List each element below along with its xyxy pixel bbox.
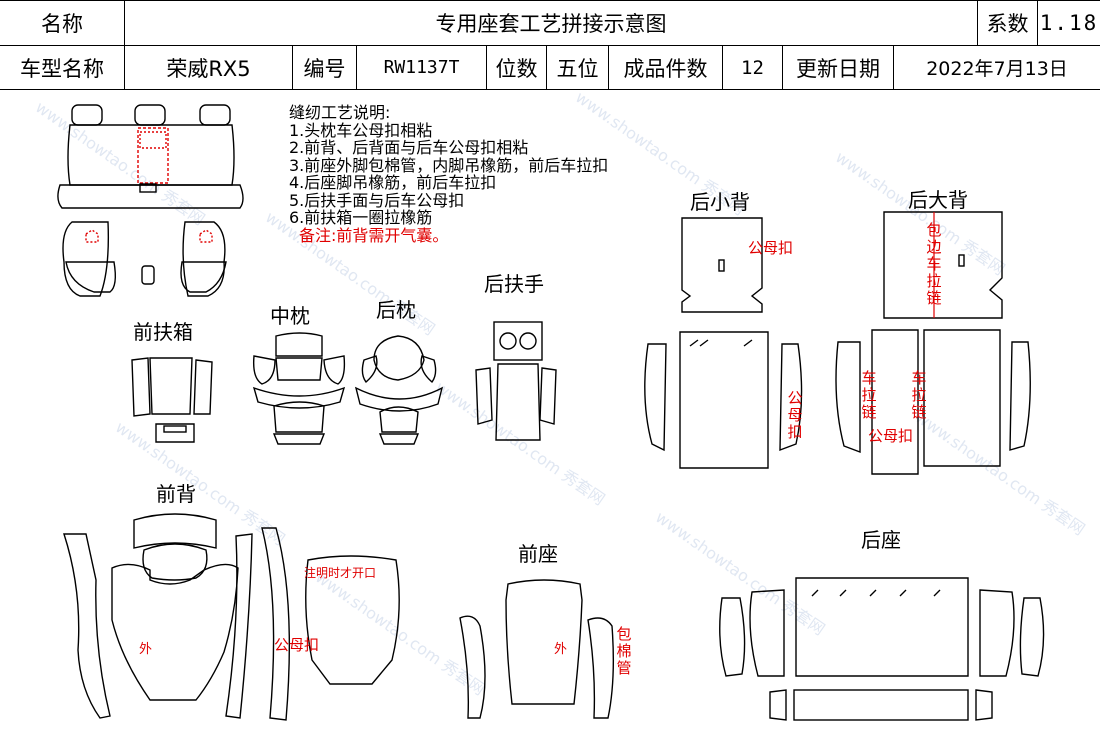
section-label-front-seat: 前座 <box>518 542 558 566</box>
annotation-big-back-zip-left: 车拉链 <box>861 369 877 421</box>
section-label-rear-armrest: 后扶手 <box>484 272 544 296</box>
section-label-rear-small-back: 后小背 <box>690 190 750 214</box>
note-item: 4.后座脚吊橡筋，前后车拉扣 <box>289 173 497 192</box>
annotation-small-back-snap: 公母扣 <box>748 239 794 257</box>
update-value: 2022年7月13日 <box>926 58 1068 80</box>
front-console-pieces <box>131 357 213 443</box>
model-value: 荣威RX5 <box>125 46 293 89</box>
notes-title: 缝纫工艺说明: <box>289 103 391 122</box>
annotation-big-back-snap: 公母扣 <box>868 427 914 445</box>
rear-small-back-pieces <box>644 217 803 469</box>
coefficient-label: 系数 <box>978 1 1038 45</box>
section-label-mid-headrest: 中枕 <box>270 304 310 328</box>
annotation-front-back-snap: 公母扣 <box>274 636 320 654</box>
note-item: 2.前背、后背面与后车公母扣相粘 <box>289 138 529 157</box>
document-title: 专用座套工艺拼接示意图 <box>125 1 978 45</box>
section-label-front-back: 前背 <box>156 482 196 506</box>
note-item: 1.头枕车公母扣相粘 <box>289 120 433 140</box>
rear-headrest-pieces <box>354 335 444 445</box>
section-label-rear-seat: 后座 <box>861 528 901 552</box>
annotation-front-back-airbag: 注明时才开口 <box>304 566 377 580</box>
header-row-2: 车型名称 荣威RX5 编号 RW1137T 位数 五位 成品件数 12 更新日期… <box>0 46 1100 90</box>
rear-big-back-pieces <box>835 211 1031 475</box>
seats-value: 五位 <box>547 46 609 89</box>
rear-seat-pieces <box>719 577 1045 721</box>
note-item: 5.后扶手面与后车公母扣 <box>289 190 465 210</box>
section-label-rear-big-back: 后大背 <box>908 188 968 212</box>
annotation-big-back-zip-right: 车拉链 <box>911 369 927 421</box>
annotation-front-back-outer: 外 <box>139 642 153 657</box>
section-label-rear-headrest: 后枕 <box>376 298 416 322</box>
model-label: 车型名称 <box>0 46 125 89</box>
rear-armrest-pieces <box>475 321 557 441</box>
front-seat-pieces <box>459 579 615 719</box>
front-back-pieces <box>63 513 400 721</box>
pieces-value: 12 <box>723 46 783 89</box>
seat-overview-illustration <box>57 104 244 297</box>
coefficient-value: 1.18 <box>1039 11 1099 35</box>
header-row-1: 名称 专用座套工艺拼接示意图 系数 1.18 <box>0 0 1100 46</box>
annotation-front-seat-outer: 外 <box>554 642 568 657</box>
note-item: 3.前座外脚包棉管，内脚吊橡筋，前后车拉扣 <box>289 155 609 175</box>
annotation-big-back-edge-zip: 包边车拉链 <box>926 221 942 307</box>
note-item: 6.前扶箱一圈拉橡筋 <box>289 208 433 227</box>
section-label-front-console: 前扶箱 <box>133 320 193 344</box>
code-value: RW1137T <box>357 46 487 89</box>
pieces-label: 成品件数 <box>609 46 723 89</box>
sewing-notes: 缝纫工艺说明: 1.头枕车公母扣相粘 2.前背、后背面与后车公母扣相粘 3.前座… <box>289 104 608 244</box>
notes-remark: 备注:前背需开气囊。 <box>299 225 449 245</box>
name-label: 名称 <box>0 1 125 45</box>
mid-headrest-pieces <box>252 332 346 445</box>
annotation-front-seat-cotton-tube: 包棉管 <box>616 625 632 677</box>
seats-label: 位数 <box>487 46 547 89</box>
annotation-small-back-snap-vertical: 公母扣 <box>787 389 803 441</box>
update-label: 更新日期 <box>783 46 894 89</box>
code-label: 编号 <box>293 46 357 89</box>
